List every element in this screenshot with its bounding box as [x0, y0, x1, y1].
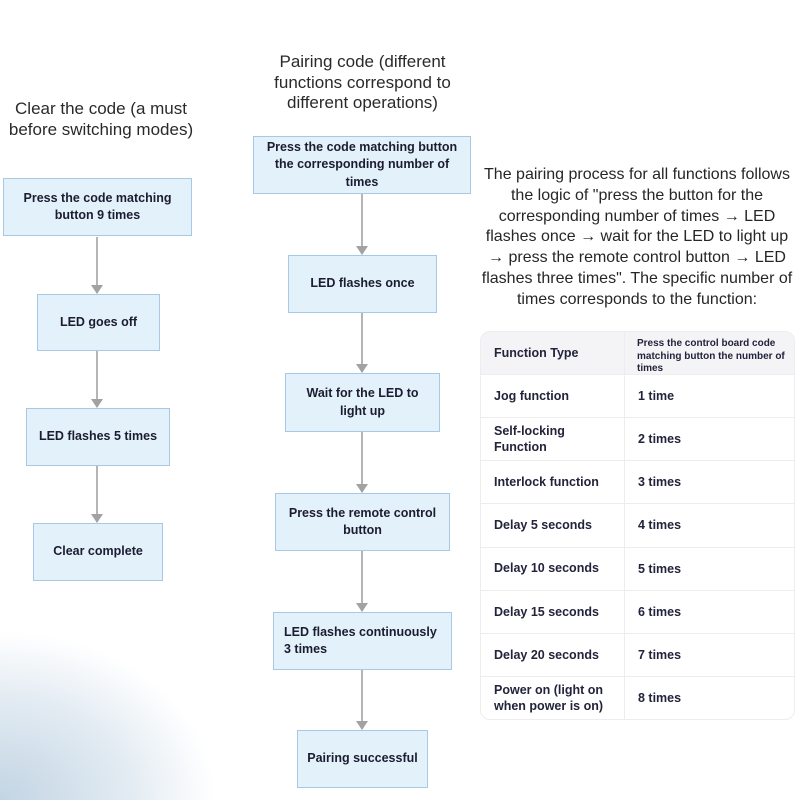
- flow-step-wait-led-light-up: Wait for the LED to light up: [285, 373, 440, 432]
- times-cell: 6 times: [638, 604, 682, 619]
- table-row: Delay 20 seconds 7 times: [481, 632, 794, 676]
- times-cell: 1 time: [638, 389, 675, 404]
- flow-arrow: [361, 432, 363, 492]
- times-cell: 8 times: [638, 690, 682, 705]
- times-cell: 2 times: [638, 432, 682, 447]
- flow-step-press-button-9-times: Press the code matching button 9 times: [3, 178, 192, 236]
- flow-arrow: [361, 194, 363, 254]
- table-header-press-times: Press the control board code matching bu…: [637, 338, 785, 374]
- times-cell: 3 times: [638, 475, 682, 490]
- function-type-cell: Delay 20 seconds: [481, 633, 625, 676]
- flow-step-led-flashes-once: LED flashes once: [288, 255, 437, 313]
- function-type-cell: Power on (light on when power is on): [481, 676, 625, 719]
- flow-step-led-goes-off: LED goes off: [37, 294, 160, 351]
- function-type-cell: Delay 5 seconds: [481, 504, 625, 547]
- times-cell: 4 times: [638, 518, 682, 533]
- function-type-cell: Delay 15 seconds: [481, 590, 625, 633]
- flow-step-clear-complete: Clear complete: [33, 523, 163, 581]
- table-row: Interlock function 3 times: [481, 460, 794, 504]
- clear-code-title: Clear the code (a must before switching …: [8, 99, 194, 139]
- flow-arrow: [96, 237, 98, 293]
- table-row: Delay 10 seconds 5 times: [481, 546, 794, 590]
- table-row: Delay 15 seconds 6 times: [481, 589, 794, 633]
- flow-step-led-flashes-3-times: LED flashes continuously 3 times: [273, 612, 452, 670]
- table-row: Self-locking Function 2 times: [481, 417, 794, 461]
- flow-arrow: [96, 466, 98, 522]
- table-header-row: Function Type Press the control board co…: [481, 332, 794, 374]
- flow-arrow: [361, 313, 363, 372]
- flow-step-led-flashes-5-times: LED flashes 5 times: [26, 408, 170, 466]
- function-type-cell: Delay 10 seconds: [481, 547, 625, 590]
- table-header-function-type: Function Type: [481, 332, 625, 374]
- table-row: Jog function 1 time: [481, 374, 794, 418]
- pairing-process-paragraph: The pairing process for all functions fo…: [481, 166, 793, 308]
- flow-step-press-remote-button: Press the remote control button: [275, 493, 450, 551]
- flow-step-press-button-corresponding: Press the code matching button the corre…: [253, 136, 471, 194]
- pairing-code-title: Pairing code (different functions corres…: [274, 52, 451, 112]
- function-type-cell: Jog function: [481, 375, 625, 418]
- function-type-cell: Self-locking Function: [481, 418, 625, 461]
- corner-gradient-decoration: [0, 605, 250, 800]
- flow-arrow: [361, 551, 363, 611]
- table-row: Power on (light on when power is on) 8 t…: [481, 675, 794, 719]
- flow-arrow: [96, 351, 98, 407]
- table-row: Delay 5 seconds 4 times: [481, 503, 794, 547]
- function-type-cell: Interlock function: [481, 461, 625, 504]
- flow-arrow: [361, 670, 363, 729]
- times-cell: 5 times: [638, 561, 682, 576]
- function-times-table: Function Type Press the control board co…: [480, 331, 795, 720]
- flow-step-pairing-successful: Pairing successful: [297, 730, 428, 788]
- times-cell: 7 times: [638, 647, 682, 662]
